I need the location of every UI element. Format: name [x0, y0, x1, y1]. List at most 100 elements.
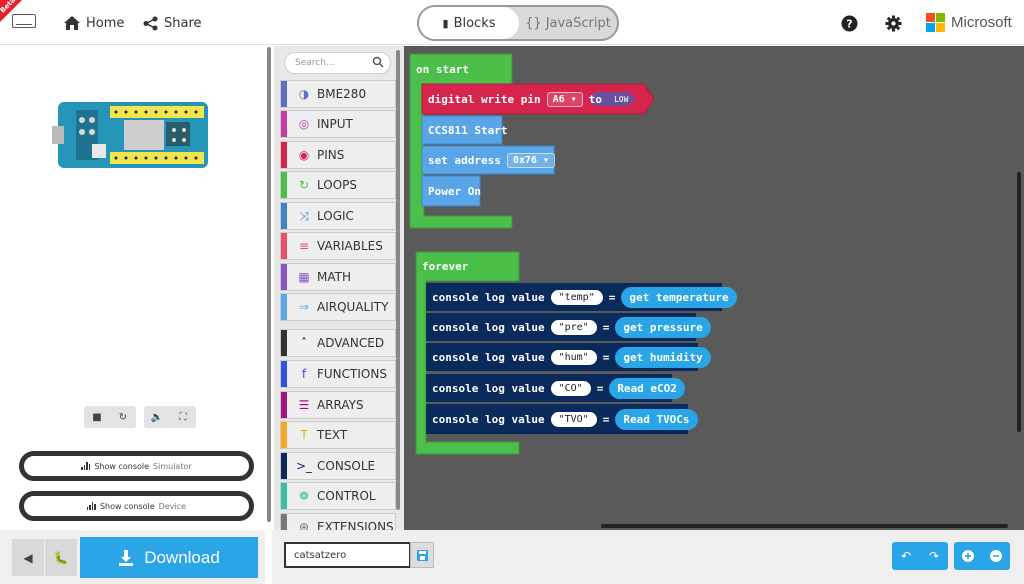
speaker-icon: 🔈: [150, 411, 164, 423]
help-icon: ?: [841, 15, 857, 31]
power-on-label: Power On: [428, 184, 481, 198]
board-logo[interactable]: Beta: [0, 0, 38, 36]
calculator-icon: ▦: [298, 270, 310, 284]
on-start-label-text: on start: [416, 62, 469, 76]
console-log-label: console log value: [432, 320, 545, 334]
share-button[interactable]: Share: [143, 12, 202, 34]
string-key-pill[interactable]: "pre": [550, 319, 597, 335]
address-dropdown[interactable]: 0x76 ▾: [506, 152, 556, 168]
toolbox-category-logic[interactable]: ⤨LOGIC: [280, 202, 396, 230]
debug-button[interactable]: 🐛: [45, 539, 77, 576]
bar-chart-icon: [81, 462, 91, 470]
pin-dropdown[interactable]: A6 ▾: [546, 91, 583, 107]
fullscreen-button[interactable]: ⛶: [170, 406, 196, 428]
blocks-workspace[interactable]: on start digital write pin A6 ▾ to LOW C…: [404, 46, 1024, 530]
equals-label: =: [602, 350, 610, 364]
collapse-simulator-button[interactable]: ◀: [12, 539, 44, 576]
ccs811-start-block[interactable]: [421, 115, 503, 145]
toolbox-category-variables[interactable]: ≡VARIABLES: [280, 232, 396, 260]
console-log-label: console log value: [432, 350, 545, 364]
save-button[interactable]: [410, 542, 434, 568]
category-color-bar: [281, 392, 287, 418]
mute-button[interactable]: 🔈: [144, 406, 170, 428]
equals-label: =: [602, 412, 610, 426]
category-label: VARIABLES: [317, 239, 383, 253]
simulator-view-group: 🔈 ⛶: [144, 406, 196, 428]
toolbox-category-math[interactable]: ▦MATH: [280, 263, 396, 291]
toolbox-category-bme280[interactable]: ◑BME280: [280, 80, 396, 108]
stop-icon: ■: [92, 411, 102, 423]
reporter-pill[interactable]: Read TVOCs: [615, 408, 698, 430]
redo-button[interactable]: ↷: [920, 542, 948, 570]
project-name-input[interactable]: catsatzero: [284, 542, 411, 568]
string-key-pill[interactable]: "hum": [550, 349, 597, 365]
reporter-pill[interactable]: Read eCO2: [609, 377, 685, 399]
console-log-label: console log value: [432, 381, 545, 395]
toolbox-category-extensions[interactable]: ⊕EXTENSIONS: [280, 513, 396, 530]
simulator-run-group: ■ ↻: [84, 406, 136, 428]
low-value[interactable]: LOW: [613, 94, 629, 104]
toolbox-category-airquality[interactable]: ⇒AIRQUALITY: [280, 293, 396, 321]
text-icon: T: [300, 428, 308, 442]
download-button[interactable]: Download: [80, 537, 258, 578]
restart-button[interactable]: ↻: [110, 406, 136, 428]
power-on-block[interactable]: [421, 175, 481, 207]
reporter-pill[interactable]: get temperature: [621, 286, 737, 308]
restart-icon: ↻: [118, 411, 128, 423]
category-label: ARRAYS: [317, 398, 364, 412]
string-key-pill[interactable]: "TVO": [550, 411, 597, 427]
beta-ribbon: [0, 0, 22, 22]
forever-block[interactable]: [415, 251, 520, 455]
show-console-label: Show console: [99, 501, 155, 511]
string-key-pill[interactable]: "CO": [550, 380, 591, 396]
on-start-block[interactable]: [409, 53, 513, 229]
toolbox-category-console[interactable]: >_CONSOLE: [280, 452, 396, 480]
console-log-row: console log value "hum" = get humidity: [426, 346, 711, 368]
braces-icon: {}: [525, 15, 542, 31]
stop-button[interactable]: ■: [84, 406, 110, 428]
pin-dropdown-value: A6: [552, 93, 565, 105]
undo-button[interactable]: ↶: [892, 542, 920, 570]
loop-icon: ↻: [298, 178, 310, 192]
toolbox-scrollbar[interactable]: [396, 50, 400, 510]
category-color-bar: [281, 361, 287, 387]
show-console-sub-label: Device: [158, 501, 187, 511]
power-on-row: Power On: [422, 181, 481, 201]
toolbox-category-control[interactable]: ❁CONTROL: [280, 482, 396, 510]
panel-splitter[interactable]: [267, 47, 271, 522]
category-color-bar: [281, 233, 287, 259]
home-button[interactable]: Home: [64, 12, 124, 34]
show-console-device-button[interactable]: Show console Device: [19, 491, 254, 521]
set-address-block[interactable]: [421, 145, 555, 175]
toolbox-category-arrays[interactable]: ☰ARRAYS: [280, 391, 396, 419]
blocks-tab[interactable]: ▮ Blocks: [419, 7, 519, 39]
category-label: BME280: [317, 87, 367, 101]
workspace-vertical-scrollbar[interactable]: [1017, 172, 1021, 432]
digital-write-block[interactable]: [421, 83, 655, 115]
reporter-pill[interactable]: get humidity: [615, 346, 711, 368]
category-color-bar: [281, 330, 287, 356]
board-image: [52, 102, 208, 168]
settings-button[interactable]: [884, 14, 902, 32]
show-console-sub-label: Simulator: [153, 461, 192, 471]
toolbox-category-loops[interactable]: ↻LOOPS: [280, 171, 396, 199]
reporter-pill[interactable]: get pressure: [615, 316, 711, 338]
toolbox-category-input[interactable]: ◎INPUT: [280, 110, 396, 138]
javascript-tab[interactable]: {} JavaScript: [519, 7, 617, 39]
toolbox-category-pins[interactable]: ◉PINS: [280, 141, 396, 169]
show-console-simulator-button[interactable]: Show console Simulator: [19, 451, 254, 481]
toolbox-category-advanced[interactable]: ˄ADVANCED: [280, 329, 396, 357]
workspace-horizontal-scrollbar[interactable]: [601, 524, 1008, 528]
zoom-in-button[interactable]: [954, 542, 982, 570]
help-button[interactable]: ?: [840, 14, 858, 32]
zoom-out-button[interactable]: [982, 542, 1010, 570]
string-key-pill[interactable]: "temp": [550, 289, 603, 305]
toolbox-search-input[interactable]: Search...: [284, 52, 391, 74]
console-log-row: console log value"CO"=Read eCO2: [426, 377, 685, 399]
on-start-label: on start: [410, 60, 469, 78]
chevron-down-icon: ▾: [542, 154, 550, 166]
microsoft-logo[interactable]: Microsoft: [926, 13, 1012, 32]
javascript-tab-label: JavaScript: [545, 15, 611, 31]
